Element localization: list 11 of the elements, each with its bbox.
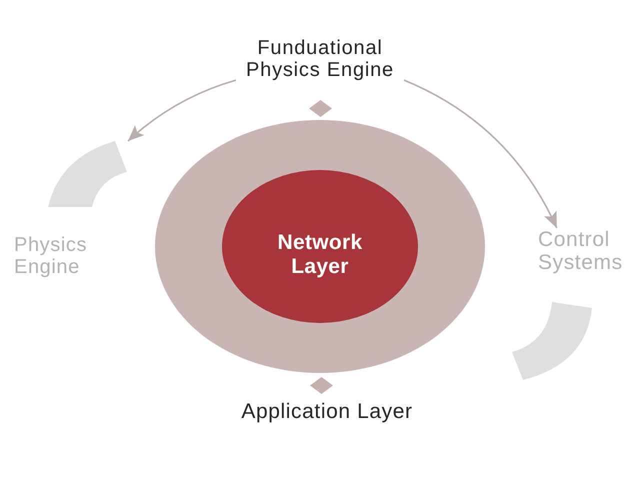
curved-arrow <box>404 79 558 228</box>
curved-band <box>48 141 128 207</box>
curved-arrow <box>127 79 236 142</box>
node-label: Physics Engine <box>14 234 96 278</box>
diamond-icon <box>309 100 332 117</box>
node-label: Application Layer <box>222 400 432 424</box>
node-label: Control Systems <box>538 228 632 274</box>
circle-label: Network Layer <box>276 231 364 278</box>
diamond-icon <box>310 377 333 394</box>
curved-band <box>512 302 592 380</box>
node-label: Funduational Physics Engine <box>236 37 404 81</box>
